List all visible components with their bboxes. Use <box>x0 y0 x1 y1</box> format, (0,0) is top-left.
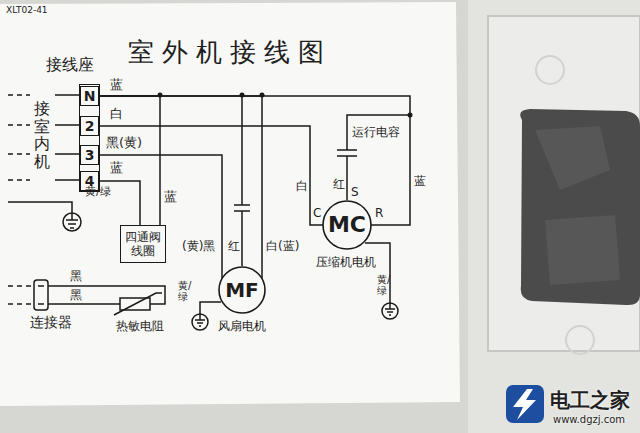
wire-color: 红 <box>333 178 345 192</box>
motor-label: MF <box>225 278 259 302</box>
wire-color: 黄/绿 <box>178 280 188 302</box>
node-label: N <box>84 89 96 103</box>
ground-symbol <box>66 213 78 228</box>
compressor-motor-circle: MC <box>322 200 372 250</box>
model-code: XLT02-41 <box>6 5 48 15</box>
watermark-logo <box>513 389 536 420</box>
part-name: 压缩机电机 <box>316 256 376 270</box>
connector-symbol <box>38 286 44 304</box>
wire-color: 黑 <box>70 289 82 303</box>
terminal: N <box>80 86 99 106</box>
wiring-label <box>0 2 460 406</box>
ground-symbol <box>192 314 208 330</box>
foam-texture <box>535 126 620 285</box>
plastic-panel <box>468 0 640 433</box>
foam-sponge <box>520 109 640 305</box>
wire-color: 黑 <box>70 270 82 284</box>
side-label: 接室内机 <box>34 100 50 170</box>
sensor-wire <box>48 286 165 304</box>
motor-outline <box>219 267 265 313</box>
wire-color: 蓝 <box>110 161 123 176</box>
thermistor-symbol <box>114 293 162 315</box>
boss <box>566 326 594 354</box>
node-label: 3 <box>85 148 95 162</box>
part-name: 风扇电机 <box>218 320 266 334</box>
motor-outline <box>323 201 371 249</box>
node-label: 2 <box>85 119 95 133</box>
watermark: www.dgzj.com <box>553 414 625 426</box>
wire-color: (黄)黑 <box>182 240 215 254</box>
terminal: 2 <box>80 116 99 136</box>
pin-name: C <box>313 207 321 221</box>
wire-color: 蓝 <box>414 175 426 189</box>
wire-color: 蓝 <box>164 190 177 205</box>
wire-color: 白(蓝) <box>266 240 299 254</box>
wire-color: 蓝 <box>110 78 123 93</box>
wire-color: 黑(黄) <box>106 136 142 151</box>
pin-name: R <box>375 207 383 221</box>
fan-motor-circle: MF <box>218 266 266 314</box>
terminal-stub <box>55 95 79 180</box>
boss <box>536 56 564 84</box>
run-capacitor <box>337 115 410 200</box>
node-label: 四通阀线圈 <box>125 230 161 259</box>
connector-symbol <box>34 280 48 310</box>
ground-wire <box>8 202 72 213</box>
terminal-block: 接线座N234 <box>79 84 100 192</box>
static-wiring <box>8 95 410 330</box>
wire-color: 黄/绿 <box>85 186 111 199</box>
part-name: 热敏电阻 <box>116 320 164 334</box>
wire <box>99 96 410 225</box>
watermark-logo <box>506 385 544 423</box>
motor-label: MC <box>328 212 366 238</box>
diagram-title: 室外机接线图 <box>128 38 332 68</box>
pin-name: S <box>351 186 359 200</box>
part-name: 运行电容 <box>352 126 400 140</box>
wire <box>99 126 323 225</box>
terminal: 3 <box>80 145 99 165</box>
wire <box>99 96 160 225</box>
wire-color: 黄/绿 <box>377 274 387 296</box>
indoor-wire <box>8 95 30 180</box>
block-heading: 接线座 <box>46 55 94 74</box>
ground-symbol <box>63 213 81 231</box>
wire <box>99 96 262 279</box>
wire-color: 白 <box>110 107 123 122</box>
ground-symbol <box>195 314 205 326</box>
part-name: 连接器 <box>30 314 72 330</box>
valve-coil-box: 四通阀线圈 <box>120 225 166 263</box>
ground-symbol <box>382 303 398 319</box>
recess <box>488 16 640 351</box>
sensor-wire <box>8 286 34 304</box>
ground-symbol <box>385 303 395 315</box>
compressor-ground-wire <box>365 243 390 303</box>
wire-color: 白 <box>296 180 308 194</box>
fan-ground-wire <box>200 302 221 314</box>
wire-color: 红 <box>228 240 240 254</box>
watermark: 电工之家 <box>550 389 630 412</box>
